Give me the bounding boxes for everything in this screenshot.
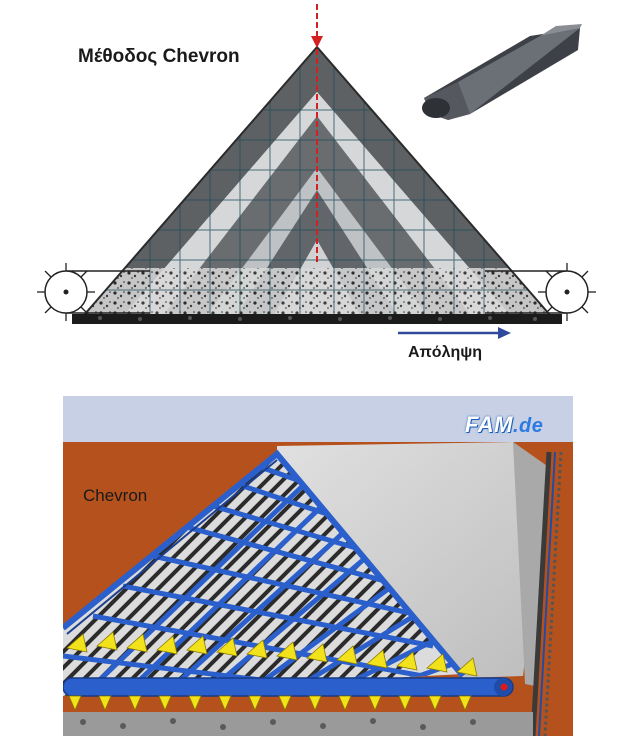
reclaim-direction-arrow bbox=[398, 327, 511, 339]
belt-right bbox=[485, 270, 567, 314]
render-label: Chevron bbox=[83, 486, 148, 505]
stockpile-3d-icon bbox=[422, 24, 582, 120]
cross-section-graphic bbox=[37, 4, 596, 339]
reclaimer-boom bbox=[63, 677, 514, 697]
chevron-3d-render: Chevron FAM.de bbox=[63, 396, 573, 736]
pivot-dot bbox=[500, 683, 508, 691]
render-graphic bbox=[63, 396, 573, 736]
sky-band bbox=[63, 396, 573, 442]
bucket-teeth-lower bbox=[68, 695, 472, 712]
bucket-wheel-left bbox=[37, 263, 95, 321]
stockpile-surface bbox=[277, 442, 547, 678]
ground-strip bbox=[72, 314, 562, 324]
fam-logo: FAM.de bbox=[465, 412, 543, 438]
diagram-title: Μέθοδος Chevron bbox=[78, 46, 240, 67]
bucket-wheel-right bbox=[538, 263, 596, 321]
logo-suffix: .de bbox=[512, 415, 544, 437]
reclaim-label: Απόληψη bbox=[408, 344, 483, 361]
belt-left bbox=[66, 270, 150, 314]
stacker-axis-arrow bbox=[311, 4, 323, 262]
chevron-cross-section-diagram: Μέθοδος Chevron Απόληψη bbox=[37, 4, 596, 361]
rail-right bbox=[530, 451, 563, 736]
logo-main: FAM bbox=[465, 412, 513, 437]
ground-rubble bbox=[63, 712, 533, 736]
bucket-teeth-upper bbox=[66, 631, 478, 677]
